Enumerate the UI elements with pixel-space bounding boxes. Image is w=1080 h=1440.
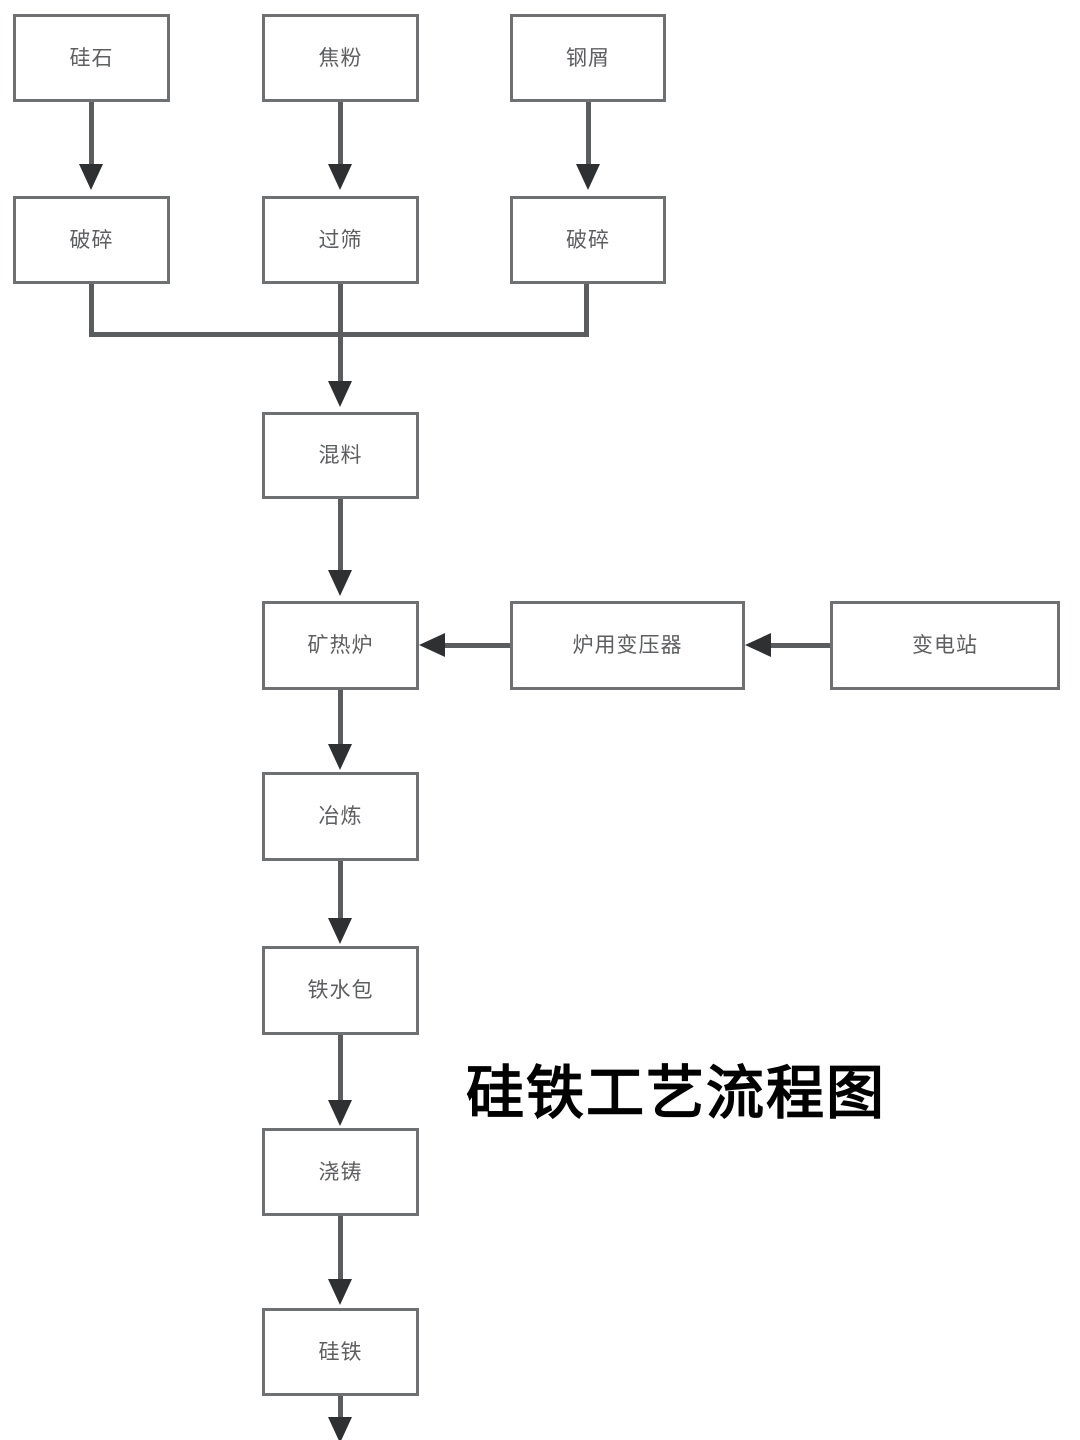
node-steel-scrap[interactable]: 钢屑 — [510, 14, 666, 102]
arrowhead-smelting-to-ladle — [328, 918, 352, 944]
edge-coke-to-sieve — [338, 102, 343, 164]
node-sieving[interactable]: 过筛 — [262, 196, 419, 284]
diagram-title: 硅铁工艺流程图 — [466, 1059, 887, 1127]
arrowhead-substation-to-transformer — [745, 633, 771, 657]
arrowhead-transformer-to-furnace — [419, 633, 445, 657]
node-label-crushing-right: 破碎 — [566, 227, 610, 252]
edge-ladle-to-casting — [338, 1035, 343, 1101]
node-crushing-right[interactable]: 破碎 — [510, 196, 666, 284]
node-label-silica: 硅石 — [69, 45, 114, 70]
node-crushing-left[interactable]: 破碎 — [13, 196, 170, 284]
edge-furnace-to-smelting — [338, 690, 343, 745]
node-label-mixing: 混料 — [318, 443, 363, 467]
node-substation[interactable]: 变电站 — [830, 601, 1060, 690]
node-label-substation: 变电站 — [912, 633, 978, 657]
edge-mixing-to-furnace — [338, 499, 343, 571]
edge-crush-right-drop — [584, 284, 589, 337]
node-label-ferrosilicon: 硅铁 — [318, 1339, 363, 1364]
edge-crush-left-drop — [89, 284, 94, 337]
node-silica[interactable]: 硅石 — [13, 14, 170, 102]
arrowhead-silica-to-crush-left — [79, 164, 103, 190]
node-label-furnace-transformer: 炉用变压器 — [572, 633, 683, 657]
edge-ferrosilicon-to-next — [338, 1396, 343, 1418]
node-label-ladle: 铁水包 — [307, 978, 374, 1002]
arrowhead-scrap-to-crush-right — [576, 164, 600, 190]
node-label-crushing-left: 破碎 — [69, 227, 114, 252]
arrowhead-casting-to-ferrosilicon — [328, 1279, 352, 1305]
node-mixing[interactable]: 混料 — [262, 412, 419, 499]
edge-scrap-to-crush-right — [586, 102, 591, 164]
node-label-smelting: 冶炼 — [318, 804, 363, 828]
node-label-casting: 浇铸 — [318, 1159, 363, 1184]
node-casting[interactable]: 浇铸 — [262, 1128, 419, 1216]
node-submerged-arc-furnace[interactable]: 矿热炉 — [262, 601, 419, 690]
arrowhead-ferrosilicon-to-next — [328, 1417, 352, 1440]
arrowhead-ladle-to-casting — [328, 1100, 352, 1126]
edge-smelting-to-ladle — [338, 861, 343, 919]
arrowhead-furnace-to-smelting — [328, 744, 352, 770]
edge-silica-to-crush-left — [89, 102, 94, 164]
node-ladle[interactable]: 铁水包 — [262, 946, 419, 1035]
node-coke-powder[interactable]: 焦粉 — [262, 14, 419, 102]
node-ferrosilicon[interactable]: 硅铁 — [262, 1308, 419, 1396]
node-label-steel-scrap: 钢屑 — [566, 45, 610, 70]
node-label-submerged-arc-furnace: 矿热炉 — [307, 633, 374, 657]
edge-transformer-to-furnace — [444, 643, 510, 648]
edge-casting-to-ferrosilicon — [338, 1216, 343, 1280]
arrowhead-mixing-to-furnace — [328, 570, 352, 596]
node-label-coke-powder: 焦粉 — [318, 45, 363, 70]
node-smelting[interactable]: 冶炼 — [262, 772, 419, 861]
edge-substation-to-transformer — [771, 643, 830, 648]
node-furnace-transformer[interactable]: 炉用变压器 — [510, 601, 745, 690]
node-label-sieving: 过筛 — [318, 227, 363, 252]
arrowhead-coke-to-sieve — [328, 164, 352, 190]
edge-merge-to-mixing — [338, 284, 343, 383]
arrowhead-merge-to-mixing — [328, 381, 352, 407]
